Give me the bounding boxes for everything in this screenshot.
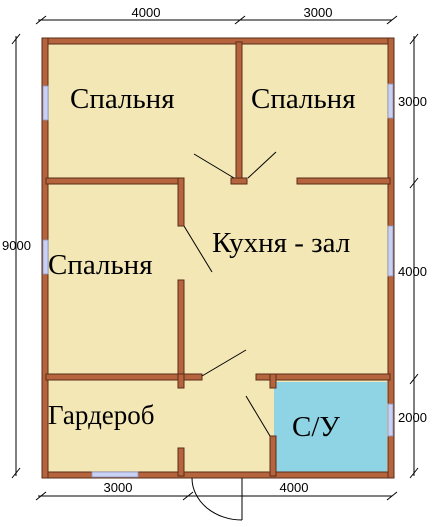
- door-bedroom-top-left: [193, 153, 235, 179]
- room-bedroom-top-right: Спальня: [251, 83, 356, 115]
- dim-tick: [409, 33, 419, 45]
- dim-left-total: 9000: [2, 238, 31, 253]
- wall-bedroom-left-top: [45, 177, 185, 185]
- bathroom-fill: [274, 382, 387, 472]
- dimension-labels: 4000 3000 3000 4000 9000 3000 4000 2000: [2, 5, 427, 495]
- dim-tick: [386, 15, 398, 25]
- dimension-lines: [11, 15, 419, 501]
- wall-bedroom-top-divider: [235, 41, 243, 183]
- dim-tick: [409, 177, 419, 189]
- room-bedroom-top-left: Спальня: [70, 83, 175, 115]
- window-right-middle: [387, 225, 394, 277]
- dim-tick: [11, 33, 21, 45]
- wall-wardrobe-top-left: [45, 373, 203, 381]
- room-wardrobe: Гардероб: [48, 400, 155, 430]
- dim-tick: [35, 491, 47, 501]
- door-entrance-arc: [191, 477, 243, 521]
- wall-kitchen-top-right: [296, 177, 391, 185]
- dim-tick: [182, 491, 194, 501]
- interior-walls: [45, 41, 391, 477]
- dim-tick: [409, 373, 419, 385]
- wall-bedroom-mid-right-lower: [177, 279, 185, 385]
- wall-top: [41, 37, 395, 45]
- room-bedroom-middle-left: Спальня: [48, 249, 153, 281]
- window-left-middle: [42, 239, 49, 275]
- wall-bathroom-top: [255, 373, 391, 381]
- door-bedroom-middle: [183, 225, 213, 273]
- dim-bottom-right: 4000: [280, 480, 309, 495]
- dim-tick: [11, 467, 21, 479]
- door-bathroom: [245, 395, 271, 437]
- wall-bedroom-top-divider-stub: [230, 177, 248, 185]
- dim-top-left: 4000: [132, 5, 161, 20]
- dim-tick: [35, 15, 47, 25]
- room-bathroom: С/У: [292, 411, 340, 443]
- room-labels: Спальня Спальня Спальня Кухня - зал Гард…: [48, 83, 356, 443]
- dim-tick: [234, 15, 246, 25]
- windows: [42, 83, 394, 478]
- window-right-bottom: [387, 403, 394, 437]
- door-bedroom-top-right: [247, 151, 277, 179]
- dim-top-right: 3000: [304, 5, 333, 20]
- wall-wardrobe-top-stub: [177, 373, 185, 389]
- dim-right-middle: 4000: [398, 264, 427, 279]
- door-wardrobe: [201, 349, 247, 377]
- window-right-top: [387, 83, 394, 119]
- dim-tick: [409, 467, 419, 479]
- window-bottom-left: [91, 471, 139, 478]
- room-kitchen-hall: Кухня - зал: [212, 227, 350, 259]
- dim-right-top: 3000: [398, 94, 427, 109]
- doors: [183, 151, 277, 521]
- dim-right-bottom: 2000: [398, 410, 427, 425]
- dim-bottom-left: 3000: [104, 480, 133, 495]
- wall-bathroom-left: [269, 435, 277, 477]
- wall-wardrobe-bottom-right: [177, 447, 185, 477]
- wall-bedroom-mid-right-upper: [177, 177, 185, 227]
- wall-bathroom-top-stub: [269, 373, 277, 389]
- window-left-top: [42, 85, 49, 121]
- dim-tick: [386, 491, 398, 501]
